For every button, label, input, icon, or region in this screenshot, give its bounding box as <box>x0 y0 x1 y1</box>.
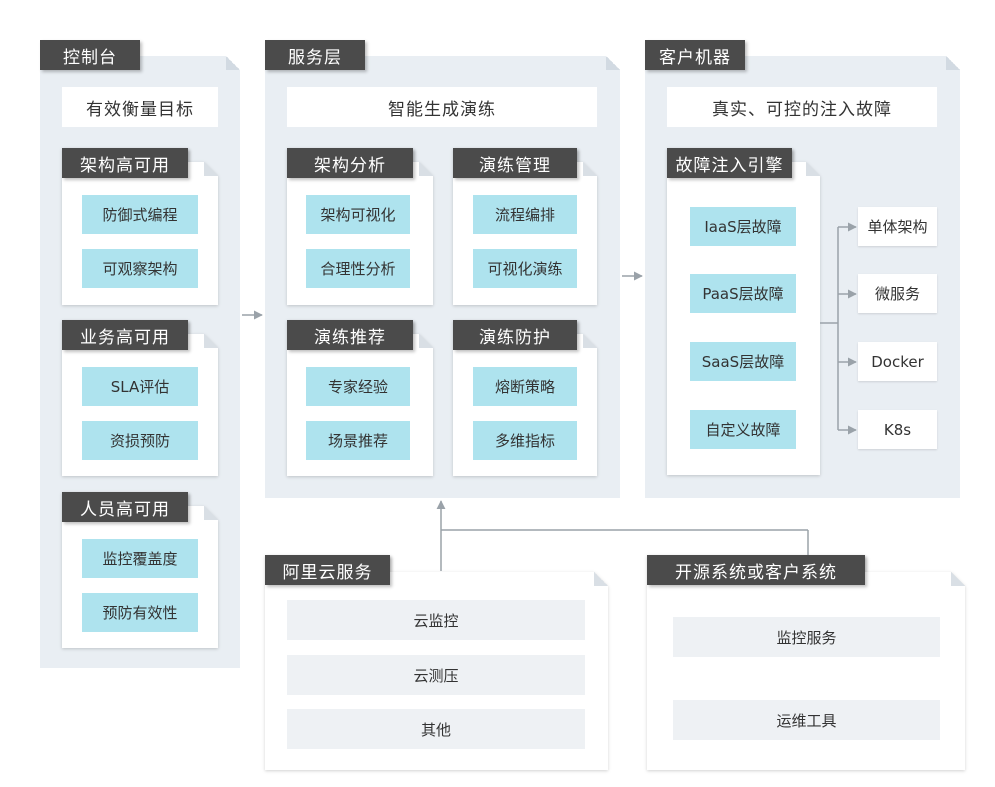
target-box: Docker <box>858 342 937 381</box>
service-panel: 服务层 智能生成演练 架构分析 架构可视化 合理性分析 演练管理 流程编排 可视… <box>265 40 620 498</box>
fault-type-box: IaaS层故障 <box>690 207 796 246</box>
console-panel: 控制台 有效衡量目标 架构高可用 防御式编程 可观察架构 业务高可用 SLA评估… <box>40 40 240 668</box>
feature-box: 专家经验 <box>306 367 410 406</box>
feature-box: 合理性分析 <box>306 249 410 288</box>
feature-box: 架构可视化 <box>306 195 410 234</box>
feature-box: 可观察架构 <box>82 249 198 288</box>
feature-box: 监控覆盖度 <box>82 539 198 578</box>
group-architecture-ha: 架构高可用 防御式编程 可观察架构 <box>62 148 218 305</box>
feature-box: SLA评估 <box>82 367 198 406</box>
feature-box: 防御式编程 <box>82 195 198 234</box>
group-title: 人员高可用 <box>62 492 188 522</box>
engine-title: 故障注入引擎 <box>667 148 792 178</box>
group-title: 演练推荐 <box>287 320 413 350</box>
service-box: 运维工具 <box>673 700 940 740</box>
service-goal: 智能生成演练 <box>287 87 597 127</box>
fault-type-box: PaaS层故障 <box>690 274 796 313</box>
group-title: 架构高可用 <box>62 148 188 178</box>
console-goal: 有效衡量目标 <box>62 87 218 127</box>
external-systems: 开源系统或客户系统 监控服务 运维工具 <box>647 555 965 770</box>
external-title: 开源系统或客户系统 <box>647 555 865 585</box>
group-architecture-analysis: 架构分析 架构可视化 合理性分析 <box>287 148 433 305</box>
fault-type-box: SaaS层故障 <box>690 342 796 381</box>
group-title: 演练管理 <box>453 148 577 178</box>
service-panel-title: 服务层 <box>265 40 365 70</box>
group-drill-protection: 演练防护 熔断策略 多维指标 <box>453 320 597 476</box>
fault-type-box: 自定义故障 <box>690 410 796 449</box>
feature-box: 熔断策略 <box>473 367 577 406</box>
console-panel-title: 控制台 <box>40 40 140 70</box>
service-box: 云监控 <box>287 600 585 640</box>
feature-box: 多维指标 <box>473 421 577 460</box>
client-panel: 客户机器 真实、可控的注入故障 故障注入引擎 IaaS层故障 PaaS层故障 S… <box>645 40 960 498</box>
group-title: 业务高可用 <box>62 320 188 350</box>
target-box: 单体架构 <box>858 207 937 246</box>
feature-box: 资损预防 <box>82 421 198 460</box>
client-goal: 真实、可控的注入故障 <box>667 87 937 127</box>
feature-box: 可视化演练 <box>473 249 577 288</box>
group-title: 演练防护 <box>453 320 577 350</box>
group-drill-recommendation: 演练推荐 专家经验 场景推荐 <box>287 320 433 476</box>
feature-box: 场景推荐 <box>306 421 410 460</box>
group-drill-management: 演练管理 流程编排 可视化演练 <box>453 148 597 305</box>
group-people-ha: 人员高可用 监控覆盖度 预防有效性 <box>62 492 218 648</box>
feature-box: 预防有效性 <box>82 593 198 632</box>
fault-injection-engine: 故障注入引擎 IaaS层故障 PaaS层故障 SaaS层故障 自定义故障 <box>667 148 820 475</box>
service-box: 云测压 <box>287 655 585 695</box>
aliyun-title: 阿里云服务 <box>265 555 390 585</box>
group-title: 架构分析 <box>287 148 413 178</box>
service-box: 其他 <box>287 709 585 749</box>
aliyun-services: 阿里云服务 云监控 云测压 其他 <box>265 555 608 770</box>
service-box: 监控服务 <box>673 617 940 657</box>
client-panel-title: 客户机器 <box>645 40 745 70</box>
target-box: K8s <box>858 410 937 449</box>
feature-box: 流程编排 <box>473 195 577 234</box>
target-box: 微服务 <box>858 274 937 313</box>
group-business-ha: 业务高可用 SLA评估 资损预防 <box>62 320 218 476</box>
